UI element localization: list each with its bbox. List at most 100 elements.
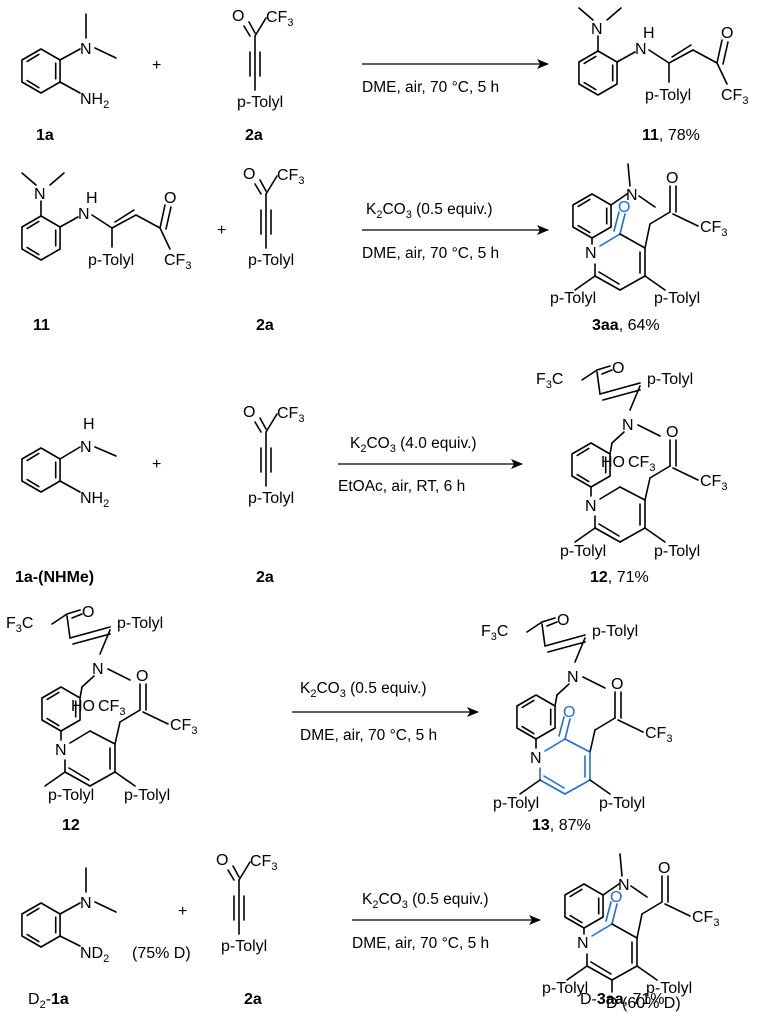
label-1a: 1a <box>36 127 54 144</box>
compound-11: N N H p-Tolyl O CF3 <box>21 172 191 272</box>
svg-text:p-Tolyl: p-Tolyl <box>542 980 588 997</box>
svg-text:p-Tolyl: p-Tolyl <box>221 938 267 955</box>
svg-text:O: O <box>563 704 575 721</box>
svg-text:HO: HO <box>71 698 95 715</box>
compound-2a-row2: O CF3 p-Tolyl <box>243 166 304 269</box>
svg-text:2a: 2a <box>256 569 274 586</box>
svg-text:p-Tolyl: p-Tolyl <box>592 623 638 640</box>
svg-text:CF3: CF3 <box>250 853 277 873</box>
label-2a-row3: 2a <box>256 569 274 586</box>
svg-text:CF3: CF3 <box>692 909 719 929</box>
svg-text:O: O <box>136 668 148 685</box>
row-1: N NH2 + O CF3 p-Tolyl DME, air, 70 °C, 5… <box>21 7 748 144</box>
svg-text:F3C: F3C <box>536 371 563 391</box>
svg-text:NH2: NH2 <box>80 91 109 111</box>
svg-text:ND2: ND2 <box>80 945 109 965</box>
row-2: N N H p-Tolyl O CF3 + O CF3 <box>21 163 727 334</box>
svg-text:CF3: CF3 <box>721 87 748 107</box>
svg-text:F3C: F3C <box>481 623 508 643</box>
conditions-5-reagent: K2CO3 (0.5 equiv.) <box>362 891 489 911</box>
svg-text:12, 71%: 12, 71% <box>590 569 649 586</box>
label-1a-nhme: 1a-(NHMe) <box>15 569 94 586</box>
svg-text:N: N <box>635 41 647 58</box>
svg-text:p-Tolyl: p-Tolyl <box>237 94 283 111</box>
svg-text:1a: 1a <box>36 127 54 144</box>
svg-text:N: N <box>618 877 630 894</box>
conditions-5: DME, air, 70 °C, 5 h <box>352 935 489 952</box>
amine-n: N <box>80 41 92 58</box>
svg-text:CF3: CF3 <box>277 405 304 425</box>
compound-11-product: N N H p-Tolyl O CF3 <box>578 7 748 107</box>
svg-text:+: + <box>178 903 187 920</box>
svg-text:N: N <box>622 417 634 434</box>
svg-text:2a: 2a <box>244 991 262 1008</box>
compound-12-sm: F3C O p-Tolyl N N HO CF3 <box>6 604 197 804</box>
svg-text:H: H <box>643 25 655 42</box>
svg-text:3aa, 64%: 3aa, 64% <box>592 317 660 334</box>
plus-sign: + <box>152 57 161 74</box>
svg-text:O: O <box>612 360 624 377</box>
label-2a: 2a <box>245 127 263 144</box>
svg-text:CF3: CF3 <box>170 717 197 737</box>
svg-text:N: N <box>530 750 542 767</box>
label-3aa: 3aa <box>592 317 619 334</box>
deuterium-75-label: (75% D) <box>132 945 191 962</box>
svg-text:p-Tolyl: p-Tolyl <box>493 795 539 812</box>
svg-text:O: O <box>557 612 569 629</box>
conditions-2-reagent: K2CO3 (0.5 equiv.) <box>366 201 493 221</box>
svg-text:CF3: CF3 <box>98 698 125 718</box>
svg-text:CF3: CF3 <box>700 473 727 493</box>
svg-text:O: O <box>232 8 244 25</box>
label-d2-1a: D2-1a <box>28 991 69 1011</box>
conditions-3: EtOAc, air, RT, 6 h <box>338 478 465 495</box>
compound-3aa: N N O p-Tolyl p-Tolyl O <box>550 163 727 307</box>
svg-text:O: O <box>243 404 255 421</box>
deuterium-atom: D <box>606 995 618 1012</box>
svg-text:N: N <box>80 439 92 456</box>
row-5: N ND2 (75% D) + O CF3 p-Tolyl K2CO3 (0.5… <box>21 852 719 1012</box>
svg-text:+: + <box>152 456 161 473</box>
compound-d2-1a: N ND2 (75% D) <box>21 867 191 965</box>
deuterium-60-label: (60% D) <box>622 995 681 1012</box>
svg-text:p-Tolyl: p-Tolyl <box>48 787 94 804</box>
svg-text:p-Tolyl: p-Tolyl <box>599 795 645 812</box>
label-11-row2: 11 <box>33 317 50 334</box>
compound-1a: N NH2 <box>21 13 117 111</box>
svg-text:p-Tolyl: p-Tolyl <box>646 980 692 997</box>
svg-text:O: O <box>610 889 622 906</box>
svg-text:H: H <box>86 190 98 207</box>
svg-text:CF3: CF3 <box>266 9 293 29</box>
svg-text:N: N <box>585 245 597 262</box>
svg-text:+: + <box>217 222 226 239</box>
svg-text:p-Tolyl: p-Tolyl <box>560 543 606 560</box>
svg-text:N: N <box>626 187 638 204</box>
svg-text:p-Tolyl: p-Tolyl <box>117 615 163 632</box>
svg-text:12: 12 <box>62 817 80 834</box>
conditions-1: DME, air, 70 °C, 5 h <box>362 79 499 96</box>
svg-text:N: N <box>92 661 104 678</box>
row-4: F3C O p-Tolyl N N HO CF3 <box>6 604 672 834</box>
compound-2a: O CF3 p-Tolyl <box>232 8 293 111</box>
svg-text:O: O <box>243 166 255 183</box>
svg-text:CF3: CF3 <box>645 725 672 745</box>
compound-1a-nhme: N H NH2 <box>21 416 117 510</box>
svg-text:NH2: NH2 <box>80 490 109 510</box>
label-d-3aa: D-3aa, 71% <box>580 991 665 1008</box>
svg-text:N: N <box>80 895 92 912</box>
svg-text:N: N <box>591 21 603 38</box>
svg-text:O: O <box>216 852 228 869</box>
label-12-sm: 12 <box>62 817 80 834</box>
svg-text:N: N <box>78 206 90 223</box>
svg-text:1a-(NHMe): 1a-(NHMe) <box>15 569 94 586</box>
svg-text:N: N <box>34 186 46 203</box>
svg-text:p-Tolyl: p-Tolyl <box>647 371 693 388</box>
svg-text:CF3: CF3 <box>277 167 304 187</box>
svg-text:F3C: F3C <box>6 615 33 635</box>
compound-12: F3C O p-Tolyl N N HO CF3 <box>536 360 727 560</box>
compound-2a-row5: O CF3 p-Tolyl <box>216 852 277 955</box>
conditions-4: DME, air, 70 °C, 5 h <box>300 727 437 744</box>
row-3: N H NH2 + O CF3 p-Tolyl K2CO3 (4.0 equiv… <box>15 360 727 586</box>
svg-text:p-Tolyl: p-Tolyl <box>248 252 294 269</box>
svg-text:CF3: CF3 <box>164 252 191 272</box>
